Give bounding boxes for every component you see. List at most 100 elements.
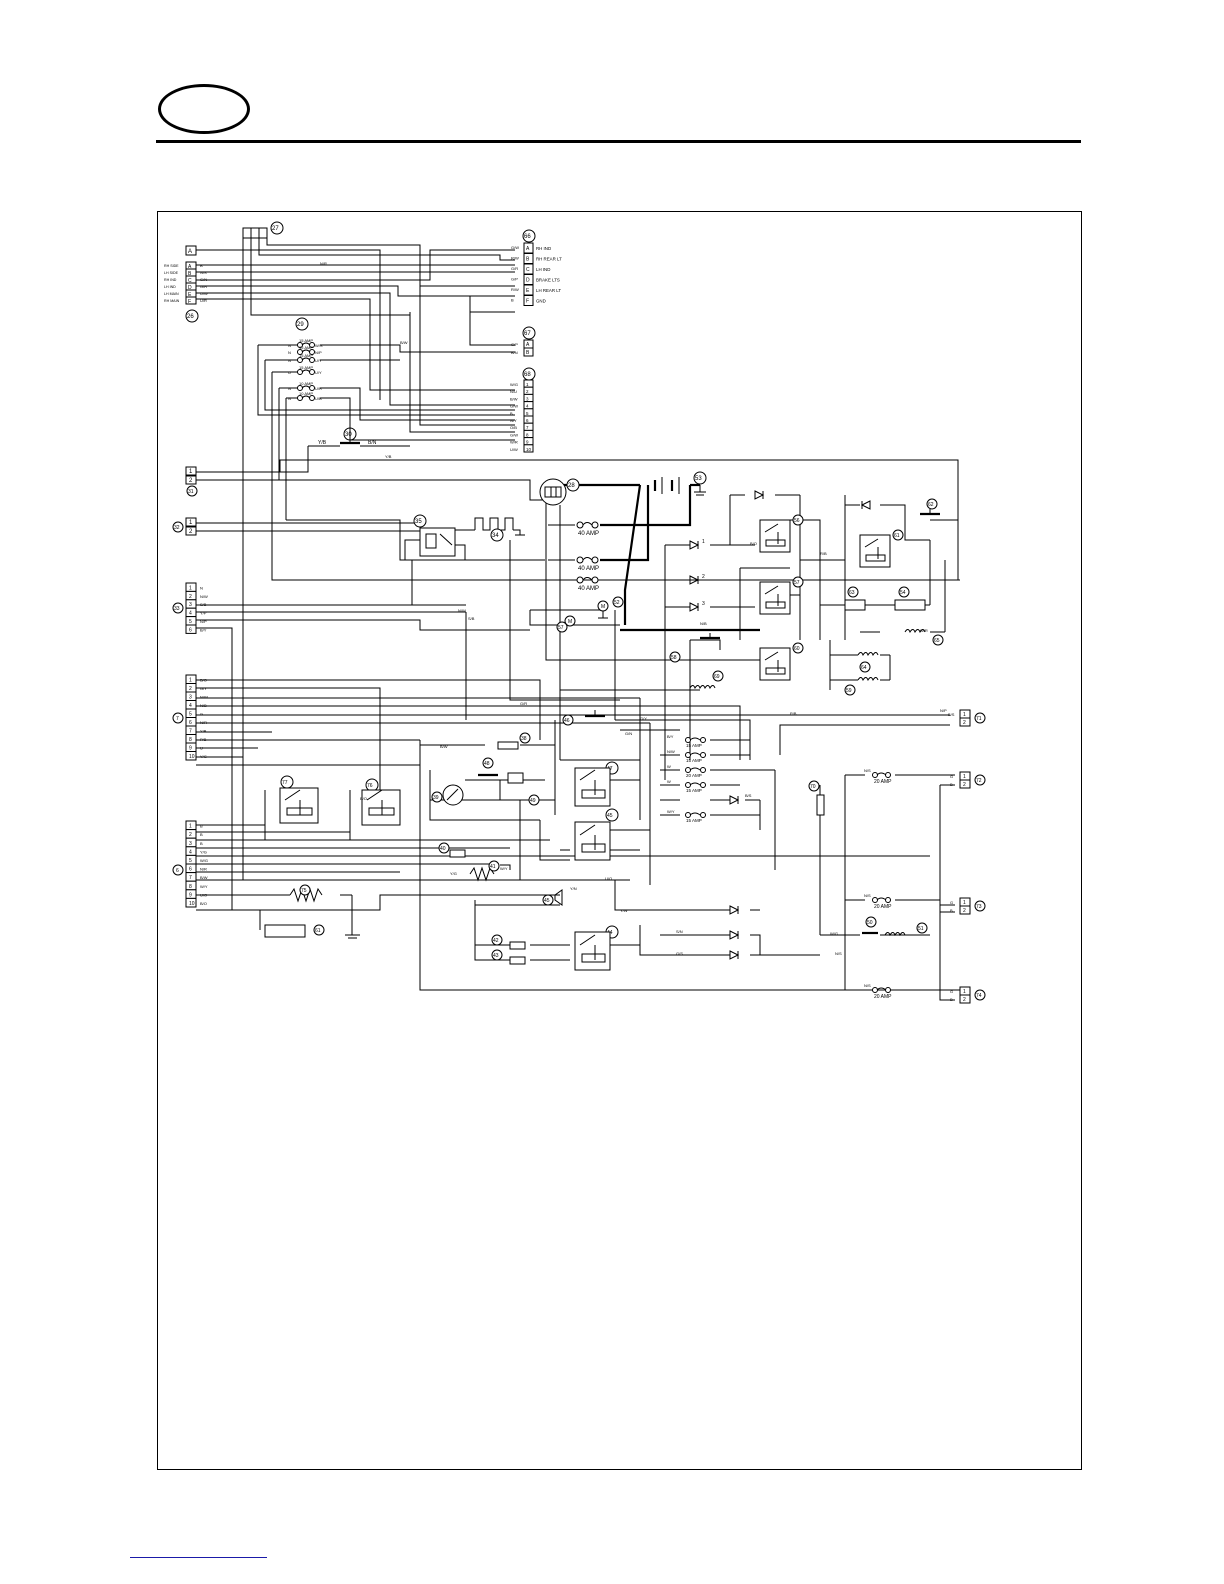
fuse-29-wire-out: U/R xyxy=(315,386,322,391)
mid-fuse-terminal xyxy=(685,812,691,818)
section-tab-oval xyxy=(158,84,250,134)
mid-fuse-link xyxy=(689,812,701,816)
wire-label: N/S xyxy=(835,951,842,956)
relay-35: 35 xyxy=(404,514,475,560)
svg-text:40 AMP: 40 AMP xyxy=(578,566,599,572)
connector-26-side-label: LH SIDE xyxy=(164,271,179,275)
switch-58: 58 xyxy=(669,633,720,663)
wire-label: G/R xyxy=(520,701,527,706)
svg-text:38: 38 xyxy=(521,736,527,742)
main-fuses: 40 AMP 40 AMP 40 AMP xyxy=(576,521,599,592)
relay-id-circle xyxy=(892,529,904,541)
fuse-29-link xyxy=(301,349,311,353)
heater-34: 34 xyxy=(474,517,525,542)
fuse-29-rating: 15 AMP xyxy=(299,338,313,343)
connector-66-pin-label: E xyxy=(526,288,530,294)
mid-fuse-link xyxy=(689,782,701,786)
footer-link-underline[interactable] xyxy=(130,1557,267,1558)
resistor-42: 42 xyxy=(491,934,526,950)
connector-7-wire: Y/B xyxy=(200,729,207,734)
connector-7-pin-label: 9 xyxy=(189,746,192,752)
connector-7-pin-label: 6 xyxy=(189,720,192,726)
connector-68-wire: W/G xyxy=(510,382,518,387)
mid-fuse-terminal xyxy=(685,767,691,773)
alternator-57: M 57 xyxy=(556,615,576,633)
connector-66-wire: G/R xyxy=(511,266,518,271)
connector-33-pin-label: 2 xyxy=(189,594,192,600)
connector-68-pin xyxy=(523,444,534,453)
connector-68-pin-label: 7 xyxy=(526,425,529,430)
connector-33-wire: S/B xyxy=(200,602,207,607)
connector-6-pin-label: 1 xyxy=(189,824,192,830)
connector-7-wire: N/B xyxy=(200,703,207,708)
coil-59: 59 64 xyxy=(844,652,879,696)
mid-fuse-rating: 15 AMP xyxy=(686,818,702,823)
horn-45: 45 xyxy=(542,889,563,906)
connector-68-pin-label: 1 xyxy=(526,382,529,387)
wire-label: G/N xyxy=(625,731,632,736)
connector-6-wire: B xyxy=(200,824,203,829)
connector-pin-label: 1 xyxy=(963,774,966,780)
relay-57: 57 xyxy=(759,576,804,615)
connector-7-pin-label: 8 xyxy=(189,737,192,743)
fuse-29-terminal xyxy=(309,357,315,363)
wire-label: N/P xyxy=(940,708,947,713)
diode-column-right: 1 2 3 xyxy=(689,490,871,612)
connector-wire: B xyxy=(950,782,953,787)
relay-id-circle xyxy=(792,576,804,588)
resistor-64: 70 xyxy=(808,780,825,816)
wire-label: B/O xyxy=(750,541,757,546)
relay-id: 56 xyxy=(794,518,800,524)
connector-68-wire: B xyxy=(510,411,513,416)
fuse-29-link xyxy=(301,342,311,346)
wire-labels: Y/BN/WS/BB/WG/RG/YG/NN/BB/OR/BW/RP/BN/PY… xyxy=(320,261,947,956)
connector-7-pin xyxy=(185,751,197,761)
fuse-29-wire-in: N xyxy=(288,350,291,355)
connector-26-pin-label: D xyxy=(188,285,192,291)
connector-68-pin-label: 2 xyxy=(526,389,529,394)
svg-text:43: 43 xyxy=(493,953,499,959)
connector-33-wire: N/W xyxy=(200,594,208,599)
connector-6-pin-label: 8 xyxy=(189,884,192,890)
relay-id: 60 xyxy=(794,646,800,652)
resistor-40: 40 xyxy=(438,842,466,858)
connector-33-pin-label: 4 xyxy=(189,611,192,617)
connector-68-wire: O/B xyxy=(510,425,517,430)
mid-fuse-rating: 20 AMP xyxy=(686,773,702,778)
connector-6-pin-label: 9 xyxy=(189,892,192,898)
connector-wire: G xyxy=(950,900,953,905)
mid-fuse-wire: W xyxy=(667,764,671,769)
connector-26-side-label: RH SIDE xyxy=(164,264,179,268)
fuse-29-terminal xyxy=(309,395,315,401)
mid-fuse-rating: 15 AMP xyxy=(686,758,702,763)
connector-33-id: 33 xyxy=(174,606,180,612)
svg-text:69: 69 xyxy=(714,674,720,680)
relay-56: 56 xyxy=(759,514,804,553)
switch-30-wire-a: Y/B xyxy=(318,440,327,446)
coil-75: 75 xyxy=(289,884,360,939)
right-fuse-terminal xyxy=(885,987,891,993)
connector-7-wire: G xyxy=(200,712,203,717)
svg-text:A: A xyxy=(188,249,192,255)
mid-fuse-wire: N/W xyxy=(667,749,675,754)
right-fuse-terminal xyxy=(872,772,878,778)
fuse-29-rating: 15 AMP xyxy=(299,365,313,370)
connector-7-wire: Y/G xyxy=(200,754,207,759)
svg-text:62: 62 xyxy=(928,502,934,508)
wire-label: N/R xyxy=(320,261,327,266)
wire-label: U/O xyxy=(605,876,612,881)
connector-26-side-label: RH MAIN xyxy=(164,299,180,303)
wire-label: W/R xyxy=(920,628,928,633)
connector-33-pin xyxy=(185,624,197,634)
wire-label: B/W xyxy=(440,744,448,749)
main-fuse-1: 40 AMP xyxy=(576,521,599,537)
svg-text:70: 70 xyxy=(810,784,816,790)
connector-66-wire: G/W xyxy=(511,245,519,250)
connector-68-pin-label: 6 xyxy=(526,418,529,423)
connector-68-pin-label: 8 xyxy=(526,432,529,437)
svg-text:64: 64 xyxy=(861,665,867,671)
heater-54: 54 xyxy=(894,586,926,611)
connector-26-wire: U/R xyxy=(200,298,207,303)
connector-6-wire: B xyxy=(200,841,203,846)
